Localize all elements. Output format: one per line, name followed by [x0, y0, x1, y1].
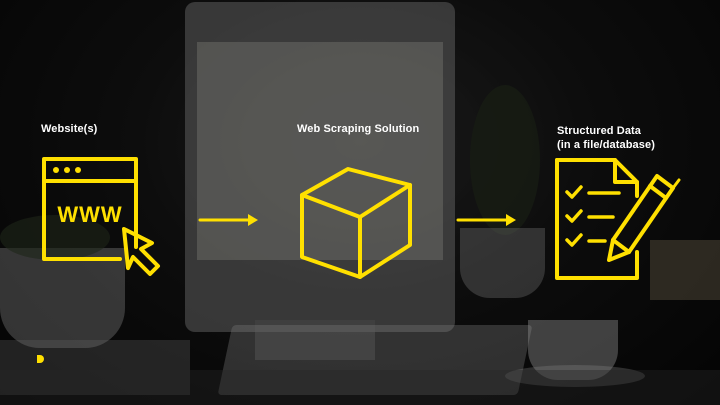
plant-leaves-right — [470, 85, 540, 235]
checklist-document-pencil-icon — [555, 158, 681, 280]
books-right — [650, 240, 720, 300]
books-left — [0, 340, 190, 395]
brand-mark-icon — [37, 355, 44, 363]
browser-window-cursor-icon: WWW — [42, 157, 160, 276]
www-text: WWW — [57, 202, 122, 227]
saucer — [505, 365, 645, 387]
desk-surface — [0, 370, 720, 405]
source-label: Website(s) — [41, 123, 98, 135]
arrow-right-icon — [198, 214, 258, 226]
plant-pot-left — [0, 248, 125, 348]
arrow-right-icon — [456, 214, 516, 226]
monitor-frame — [185, 2, 455, 332]
coffee-cup — [528, 320, 618, 380]
plant-pot-right — [460, 228, 545, 298]
process-label: Web Scraping Solution — [297, 123, 420, 135]
cube-icon — [300, 167, 412, 279]
monitor-screen — [197, 42, 443, 260]
plant-leaves-left — [0, 215, 110, 260]
monitor-stand — [255, 320, 375, 360]
output-label-line2: (in a file/database) — [557, 139, 655, 151]
output-label-line1: Structured Data — [557, 125, 642, 137]
